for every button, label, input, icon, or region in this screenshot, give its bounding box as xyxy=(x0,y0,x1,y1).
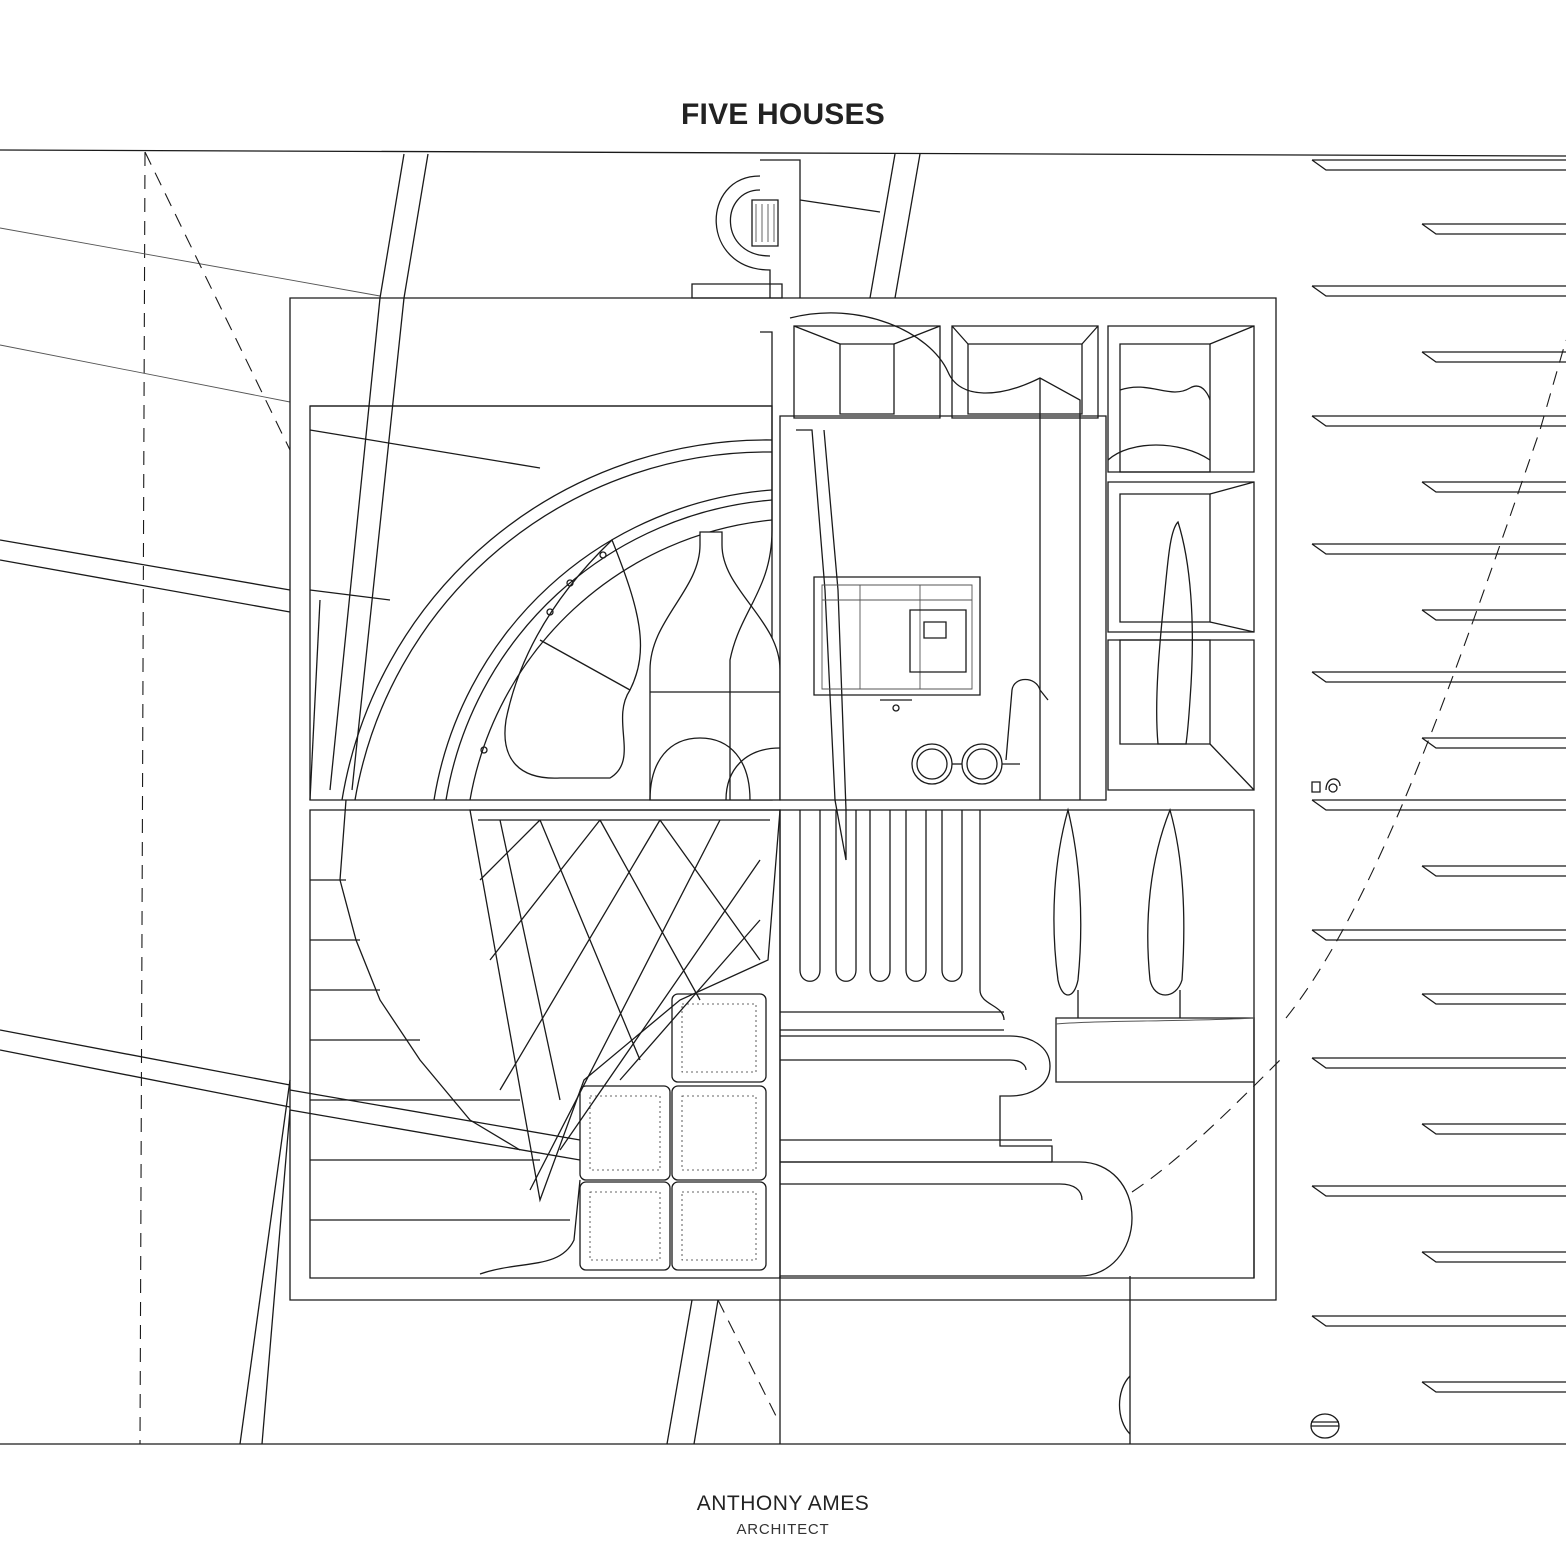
site-lines xyxy=(0,152,920,1444)
tile-grid-icon xyxy=(480,994,766,1274)
entry-stair xyxy=(692,160,880,298)
column-base-icon xyxy=(780,810,1132,1444)
stair-treads xyxy=(1312,160,1566,1392)
architect-name: ANTHONY AMES xyxy=(696,1492,870,1515)
planter xyxy=(1056,340,1566,1278)
basketball-net-icon xyxy=(290,800,780,1220)
center-room xyxy=(780,313,1106,860)
frame xyxy=(0,150,1566,1444)
poster-title: FIVE HOUSES xyxy=(681,98,885,131)
door-icon xyxy=(1311,1414,1339,1438)
architect-role: ARCHITECT xyxy=(736,1521,830,1538)
eyeglasses-icon xyxy=(912,744,1020,784)
cypress-tree-icon xyxy=(1054,522,1192,1018)
bottle-icon xyxy=(650,332,780,800)
shower-icon xyxy=(1312,779,1340,792)
